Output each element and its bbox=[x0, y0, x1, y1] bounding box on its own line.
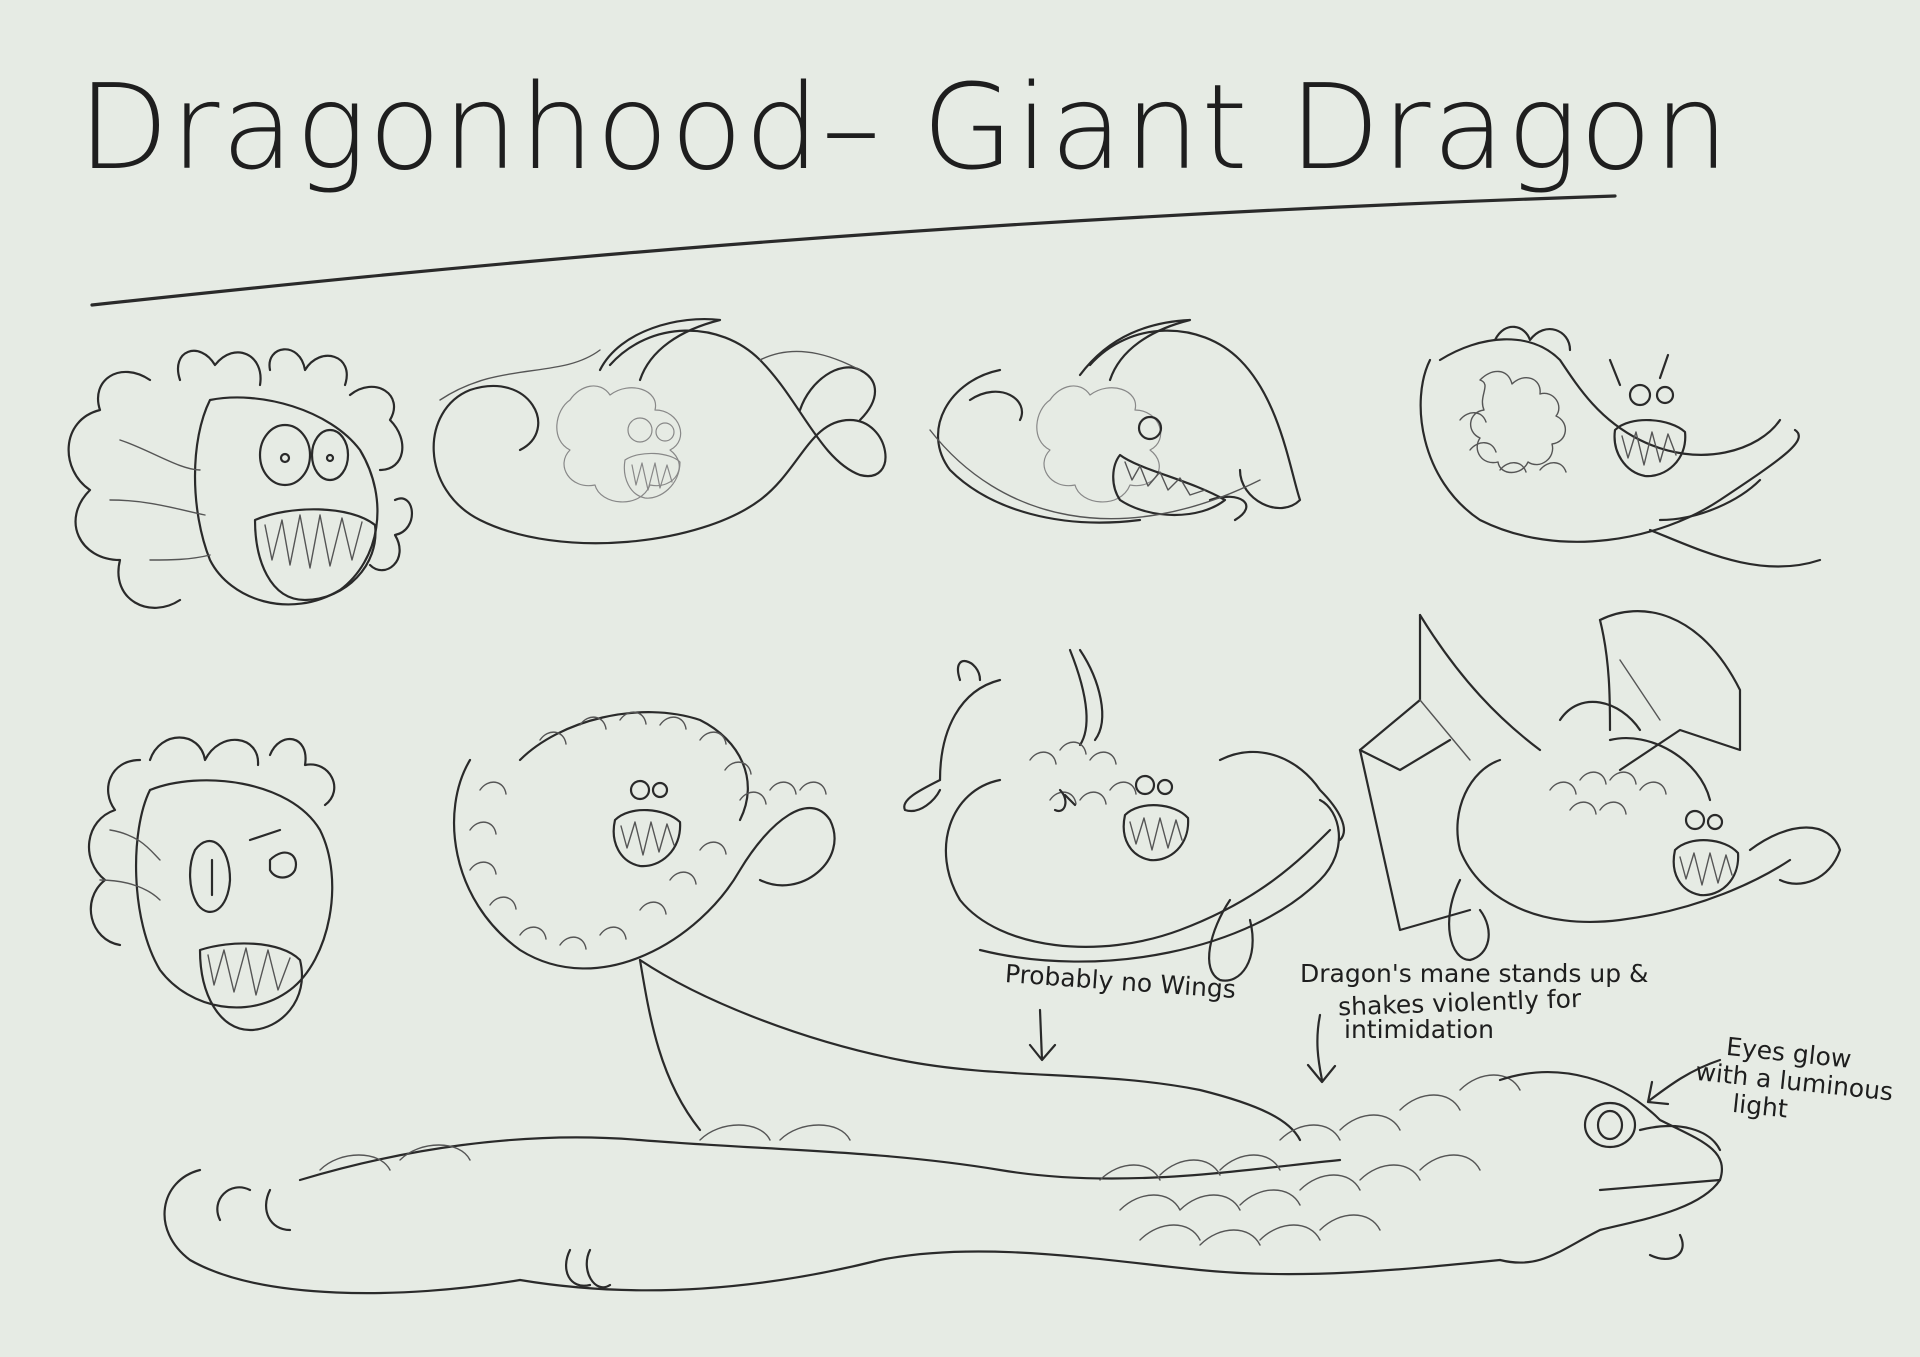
annotation-arrows bbox=[1028, 1008, 1722, 1106]
page-title: Dragonhood– Giant Dragon bbox=[78, 58, 1731, 196]
coiled-dragon-rough bbox=[432, 318, 887, 545]
annotation-mane: Dragon's mane stands up & shakes violent… bbox=[1300, 960, 1649, 1044]
head-front-sketch bbox=[87, 736, 336, 1032]
wings-arrow bbox=[1028, 1008, 1057, 1062]
coiled-dragon-clean bbox=[1419, 325, 1822, 568]
dragon-with-arms bbox=[903, 648, 1345, 982]
long-dragon-side-view bbox=[163, 958, 1723, 1295]
scaled-coil-dragon bbox=[453, 711, 836, 970]
annotation-mane-line-3: intimidation bbox=[1344, 1015, 1494, 1044]
winged-dragon bbox=[1358, 610, 1842, 962]
eyes-arrow bbox=[1646, 1058, 1722, 1106]
title-underline bbox=[90, 194, 1617, 307]
annotation-mane-line-1: Dragon's mane stands up & bbox=[1300, 959, 1649, 988]
head-sketch bbox=[67, 348, 413, 609]
mane-arrow bbox=[1306, 1013, 1337, 1084]
coiled-dragon-open-jaw bbox=[929, 318, 1302, 524]
